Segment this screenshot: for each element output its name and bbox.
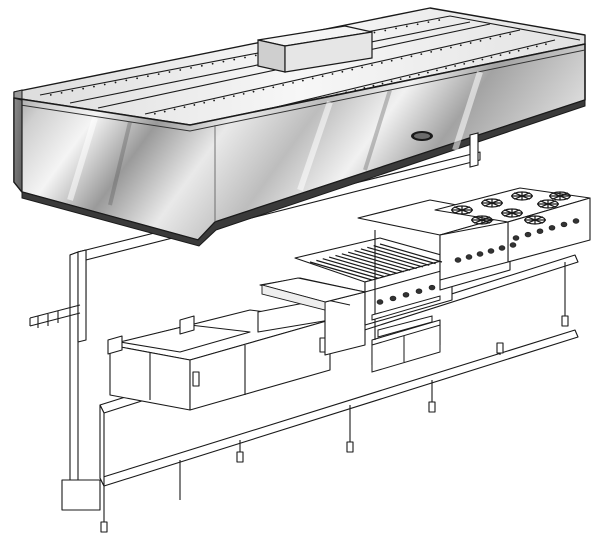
range-knob-icon bbox=[487, 248, 495, 254]
burner-icon bbox=[524, 215, 546, 225]
range-burners bbox=[451, 191, 571, 225]
range-knob-icon bbox=[509, 242, 517, 248]
range-knob-icon bbox=[498, 245, 506, 251]
broiler-base-doors bbox=[371, 295, 441, 373]
broiler-knob-icon bbox=[428, 284, 436, 291]
burner-icon bbox=[481, 198, 503, 208]
grate-bar bbox=[373, 245, 436, 265]
range-knob-icon bbox=[524, 231, 532, 238]
range-knob-icon bbox=[465, 254, 473, 260]
range-knobs bbox=[454, 218, 580, 263]
range-knob-icon bbox=[512, 235, 520, 241]
grate-bar bbox=[328, 256, 392, 276]
fryer-station-icon bbox=[107, 297, 331, 411]
grate-bar bbox=[354, 249, 417, 270]
range-knob-icon bbox=[476, 251, 484, 257]
grate-bar bbox=[341, 253, 404, 273]
range-knob-icon bbox=[548, 225, 556, 231]
grate-bar bbox=[322, 258, 385, 278]
range-knob-icon bbox=[572, 218, 580, 224]
broiler-knob-icon bbox=[389, 295, 397, 302]
range-knob-icon bbox=[536, 228, 544, 234]
grate-bar bbox=[348, 251, 411, 271]
burner-icon bbox=[451, 205, 473, 215]
burner-icon bbox=[501, 208, 523, 218]
broiler-knob-icon bbox=[415, 288, 423, 294]
hood-nameplate-icon bbox=[411, 131, 433, 141]
grate-bar bbox=[367, 246, 430, 266]
grate-bar bbox=[316, 259, 379, 279]
broiler-knob-icon bbox=[402, 292, 410, 298]
grate-bar bbox=[335, 254, 398, 275]
charbroiler-grates bbox=[309, 243, 443, 281]
range-knob-icon bbox=[560, 221, 568, 228]
burner-icon bbox=[537, 199, 559, 209]
burner-icon bbox=[511, 191, 533, 201]
burner-icon bbox=[549, 191, 571, 201]
grate-bar bbox=[379, 243, 443, 263]
broiler-knob-icon bbox=[376, 299, 384, 305]
hood-duct-collar-icon bbox=[257, 25, 373, 73]
end-splash-post-icon bbox=[29, 249, 101, 511]
range-knob-icon bbox=[454, 257, 462, 263]
charbroiler-knobs bbox=[376, 284, 436, 305]
exhaust-hood-icon bbox=[13, 7, 586, 247]
grate-bar bbox=[309, 261, 373, 281]
six-burner-range-icon bbox=[434, 187, 591, 281]
burner-icon bbox=[471, 215, 493, 225]
grate-bar bbox=[360, 248, 424, 268]
